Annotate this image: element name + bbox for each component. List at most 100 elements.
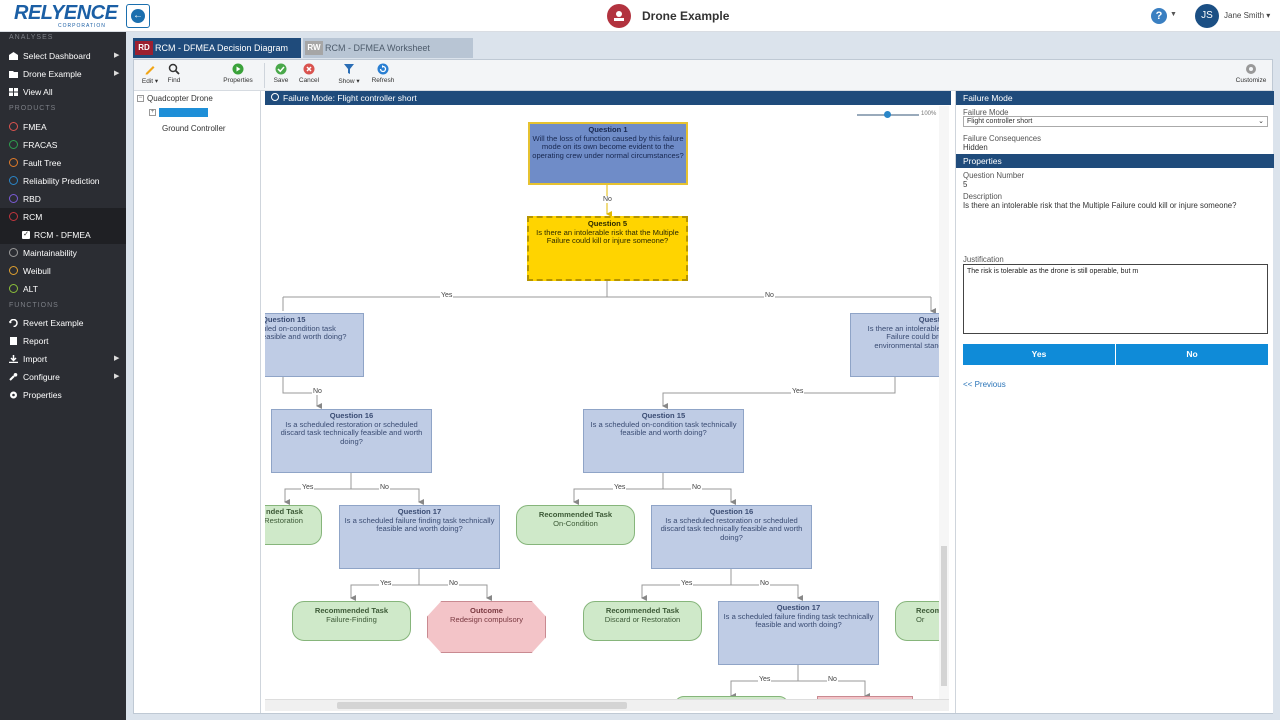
chevron-right-icon: ▶ [114,355,120,362]
node-text: Is there an intolerable risk that the Mu… [536,227,679,245]
sidebar-item-select-dashboard[interactable]: Select Dashboard ▶ [0,47,126,65]
node-text: Is a scheduled restoration or scheduled … [660,515,803,542]
sidebar-item-rbd[interactable]: RBD [0,190,126,208]
refresh-button[interactable]: Refresh [370,63,396,89]
sidebar-item-view-all[interactable]: View All [0,83,126,101]
diagram-node-question-16b[interactable]: Question 16 Is a scheduled restoration o… [651,505,812,569]
play-icon [232,63,244,75]
yes-button[interactable]: Yes [963,344,1115,365]
check-icon [275,63,287,75]
find-button[interactable]: Find [164,63,184,89]
folder-icon [9,71,18,78]
sidebar-item-configure[interactable]: Configure ▶ [0,368,126,386]
diagram-node-question-5-selected[interactable]: Question 5 Is there an intolerable risk … [527,216,688,281]
tree-node-quadcopter-drone[interactable]: −Quadcopter Drone [137,94,213,103]
node-title: Question 16 [329,411,374,420]
diagram-node-question-16[interactable]: Question 16 Is a scheduled restoration o… [271,409,432,473]
refresh-label: Refresh [371,77,395,84]
rcm-icon [9,212,18,221]
help-dropdown-caret-icon[interactable]: ▼ [1170,11,1177,18]
horizontal-scrollbar[interactable] [265,699,949,711]
edge-label-yes: Yes [613,484,627,491]
tab-decision-diagram[interactable]: RD RCM - DFMEA Decision Diagram [133,38,301,58]
justification-textarea[interactable]: The risk is tolerable as the drone is st… [963,264,1268,334]
diagram-node-question-1[interactable]: Question 1 Will the loss of function cau… [528,122,688,185]
failure-mode-select[interactable]: Flight controller short ⌄ [963,116,1268,127]
sidebar-item-fracas[interactable]: FRACAS [0,136,126,154]
back-button[interactable]: ← [126,4,150,28]
sidebar-item-label: RBD [23,194,41,204]
back-arrow-icon: ← [131,9,145,23]
sidebar-item-report[interactable]: Report [0,332,126,350]
diagram-node-recommended-task-restoration-partial[interactable]: nded Task Restoration [265,505,322,545]
help-icon[interactable]: ? [1151,8,1167,24]
sidebar-item-weibull[interactable]: Weibull [0,262,126,280]
tab-badge: RD [135,41,153,55]
sidebar-item-fault-tree[interactable]: Fault Tree [0,154,126,172]
user-name: Jane Smith [1224,11,1265,20]
scroll-thumb[interactable] [941,546,947,686]
gear-icon [10,391,17,399]
sidebar-item-alt[interactable]: ALT [0,280,126,298]
sidebar-item-revert-example[interactable]: Revert Example [0,314,126,332]
scroll-thumb[interactable] [337,702,627,709]
alt-icon [9,284,18,293]
import-icon [9,355,18,363]
sidebar-item-fmea[interactable]: FMEA [0,118,126,136]
fracas-icon [9,140,18,149]
description-value: Is there an intolerable risk that the Mu… [963,201,1237,210]
section-analyses: ANALYSES [9,34,54,41]
sidebar-item-rcm-dfmea[interactable]: ✓ RCM - DFMEA [0,226,126,244]
diagram-canvas[interactable]: Question 1 Will the loss of function cau… [265,106,949,699]
customize-button[interactable]: Customize [1234,63,1268,89]
sidebar-item-import[interactable]: Import ▶ [0,350,126,368]
chevron-right-icon: ▶ [114,70,120,77]
no-button[interactable]: No [1116,344,1268,365]
diagram-node-recommended-task-on-condition[interactable]: Recommended Task On-Condition [516,505,635,545]
diagram-node-outcome-redesign[interactable]: Outcome Redesign compulsory [427,601,546,653]
diagram-node-question-17[interactable]: Question 17 Is a scheduled failure findi… [339,505,500,569]
edge-label-yes: Yes [440,292,454,299]
node-title: Question 1 [588,125,628,134]
tab-worksheet[interactable]: RW RCM - DFMEA Worksheet [303,38,473,58]
edge-label-no: No [759,580,770,587]
relyence-logo[interactable]: RELYENCE CORPORATION [14,2,118,30]
previous-link[interactable]: << Previous [963,380,1006,389]
cancel-button[interactable]: Cancel [297,63,321,89]
user-avatar[interactable]: JS [1195,4,1219,28]
properties-label: Properties [223,77,253,84]
expand-icon[interactable]: + [149,109,156,117]
toolbar: Edit ▾ Find Properties Save Cancel Show … [134,60,1272,91]
user-menu[interactable]: Jane Smith ▾ [1224,11,1271,20]
properties-header: Properties [956,154,1274,168]
vertical-scrollbar[interactable] [939,106,949,699]
show-button[interactable]: Show ▾ [337,63,361,89]
diagram-node-partial-bottom-right[interactable] [817,696,913,699]
sidebar-item-label: FMEA [23,122,47,132]
sidebar-item-drone-example[interactable]: Drone Example ▶ [0,65,126,83]
question-number-label: Question Number [963,171,1025,180]
edit-button[interactable]: Edit ▾ [139,63,161,89]
diagram-node-question-right-partial[interactable]: Questio Is there an intolerable ri Failu… [850,313,949,377]
diagram-node-recommended-task-discard[interactable]: Recommended Task Discard or Restoration [583,601,702,641]
properties-button[interactable]: Properties [222,63,254,89]
save-button[interactable]: Save [272,63,290,89]
sidebar-item-rcm[interactable]: RCM [0,208,126,226]
diagram-node-question-15[interactable]: Question 15 Is a scheduled on-condition … [583,409,744,473]
sidebar-item-maintainability[interactable]: Maintainability [0,244,126,262]
tree-node-motherboard[interactable]: +Motherboard [149,108,209,117]
failure-mode-label: Failure Mode [963,108,1009,117]
collapse-icon[interactable]: − [137,95,144,103]
toolbar-divider [264,63,265,88]
diagram-node-recommended-task-failure-finding[interactable]: Recommended Task Failure-Finding [292,601,411,641]
zoom-handle[interactable] [884,111,891,118]
sidebar-item-reliability-prediction[interactable]: Reliability Prediction [0,172,126,190]
node-text: Is a scheduled failure finding task tech… [344,515,495,533]
zoom-slider[interactable]: 100% [857,110,939,120]
sidebar-item-properties[interactable]: Properties [0,386,126,404]
diagram-node-question-15-partial[interactable]: Question 15 uled on-condition task easib… [265,313,364,377]
tree-node-ground-controller[interactable]: Ground Controller [162,124,226,133]
diagram-node-question-17b[interactable]: Question 17 Is a scheduled failure findi… [718,601,879,665]
failure-consequences-label: Failure Consequences [963,134,1042,143]
node-text: Is there an intolerable ri Failure could… [867,323,947,350]
